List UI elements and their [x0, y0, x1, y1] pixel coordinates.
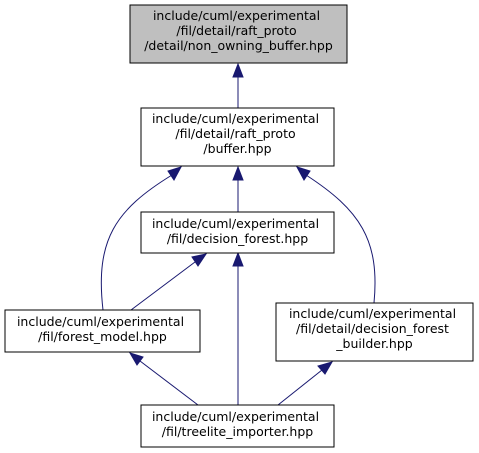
- node-label-line: /fil/detail/decision_forest: [296, 321, 449, 336]
- node-label-line: /fil/forest_model.hpp: [38, 329, 167, 344]
- svg-text:include/cuml/experimental: include/cuml/experimental /fil/treelite_…: [152, 409, 323, 439]
- node-non-owning-buffer[interactable]: include/cuml/experimental /fil/detail/ra…: [129, 4, 348, 64]
- node-label-line: _builder.hpp: [335, 336, 412, 351]
- node-label-line: /buffer.hpp: [203, 141, 271, 156]
- node-label-line: /fil/detail/raft_proto: [176, 23, 296, 38]
- node-forest-model[interactable]: include/cuml/experimental /fil/forest_mo…: [4, 309, 201, 353]
- edge-forest-model-to-decision-forest: [130, 253, 208, 311]
- svg-text:include/cuml/experimental: include/cuml/experimental /fil/detail/ra…: [152, 111, 323, 156]
- edge-forest-model-to-buffer: [100, 166, 183, 311]
- node-box: [140, 107, 335, 167]
- svg-text:include/cuml/experimental: include/cuml/experimental /fil/detail/de…: [289, 306, 460, 351]
- node-label-line: include/cuml/experimental: [152, 409, 319, 424]
- nodes-layer: include/cuml/experimental /fil/detail/ra…: [4, 4, 474, 448]
- node-box: [129, 4, 348, 64]
- node-label-line: /detail/non_owning_buffer.hpp: [144, 38, 333, 53]
- svg-text:include/cuml/experimental: include/cuml/experimental /fil/detail/ra…: [144, 8, 333, 53]
- svg-text:include/cuml/experimental: include/cuml/experimental /fil/decision_…: [152, 216, 323, 246]
- node-label-line: /fil/detail/raft_proto: [175, 126, 295, 141]
- node-box: [140, 404, 335, 448]
- edge-treelite-importer-to-decision-forest-builder: [277, 361, 334, 406]
- edge-treelite-importer-to-forest-model: [128, 352, 199, 406]
- node-box: [140, 211, 335, 254]
- node-box: [275, 302, 474, 362]
- node-label-line: /fil/treelite_importer.hpp: [162, 424, 313, 439]
- edge-decision-forest-builder-to-buffer: [295, 166, 376, 304]
- node-buffer[interactable]: include/cuml/experimental /fil/detail/ra…: [140, 107, 335, 167]
- node-label-line: /fil/decision_forest.hpp: [167, 231, 308, 246]
- node-label-line: include/cuml/experimental: [17, 314, 184, 329]
- svg-text:include/cuml/experimental: include/cuml/experimental /fil/forest_mo…: [17, 314, 188, 344]
- node-treelite-importer[interactable]: include/cuml/experimental /fil/treelite_…: [140, 404, 335, 448]
- edge-treelite-importer-to-decision-forest: [232, 251, 244, 405]
- node-decision-forest-builder[interactable]: include/cuml/experimental /fil/detail/de…: [275, 302, 474, 362]
- node-label-line: include/cuml/experimental: [153, 8, 320, 23]
- node-box: [4, 309, 201, 353]
- node-label-line: include/cuml/experimental: [152, 111, 319, 126]
- node-label-line: include/cuml/experimental: [289, 306, 456, 321]
- node-decision-forest[interactable]: include/cuml/experimental /fil/decision_…: [140, 211, 335, 254]
- node-label-line: include/cuml/experimental: [152, 216, 319, 231]
- edge-buffer-to-non-owning-buffer: [232, 62, 244, 108]
